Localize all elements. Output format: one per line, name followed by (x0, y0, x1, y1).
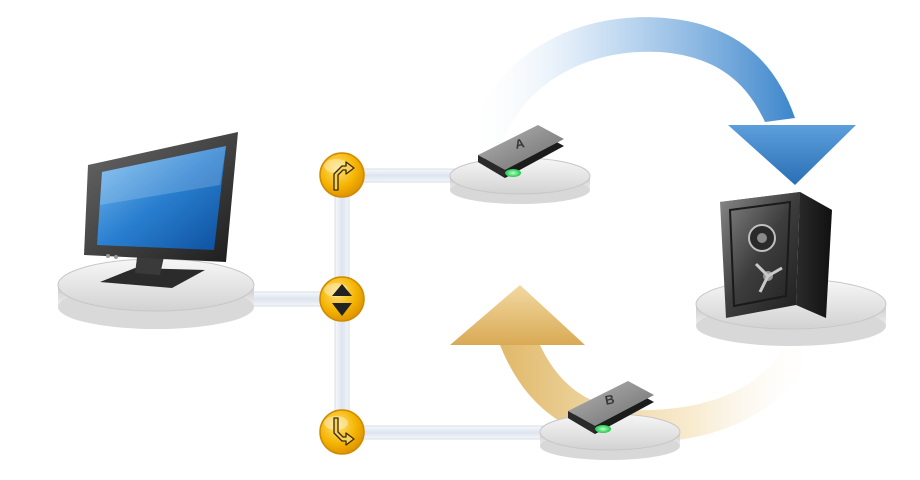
drive-b-led (595, 425, 611, 433)
top-arrow-head (728, 125, 856, 185)
drive-a-station: A (449, 125, 591, 204)
safe-vault-icon (720, 192, 832, 318)
route-down-icon (319, 409, 365, 455)
drive-a-led (505, 169, 521, 177)
desktop-monitor-icon (84, 132, 238, 288)
drive-b-label: B (604, 391, 616, 408)
drive-b-station: B (539, 381, 681, 460)
drive-a-label: A (514, 135, 527, 152)
top-curved-arrow (468, 17, 856, 185)
external-drive-a-icon: A (478, 125, 564, 178)
switch-up-down-icon (319, 276, 365, 322)
bottom-arrow-head (450, 285, 585, 345)
external-drive-b-icon: B (568, 381, 654, 434)
route-up-icon (319, 152, 365, 198)
safe-handle (754, 262, 783, 293)
